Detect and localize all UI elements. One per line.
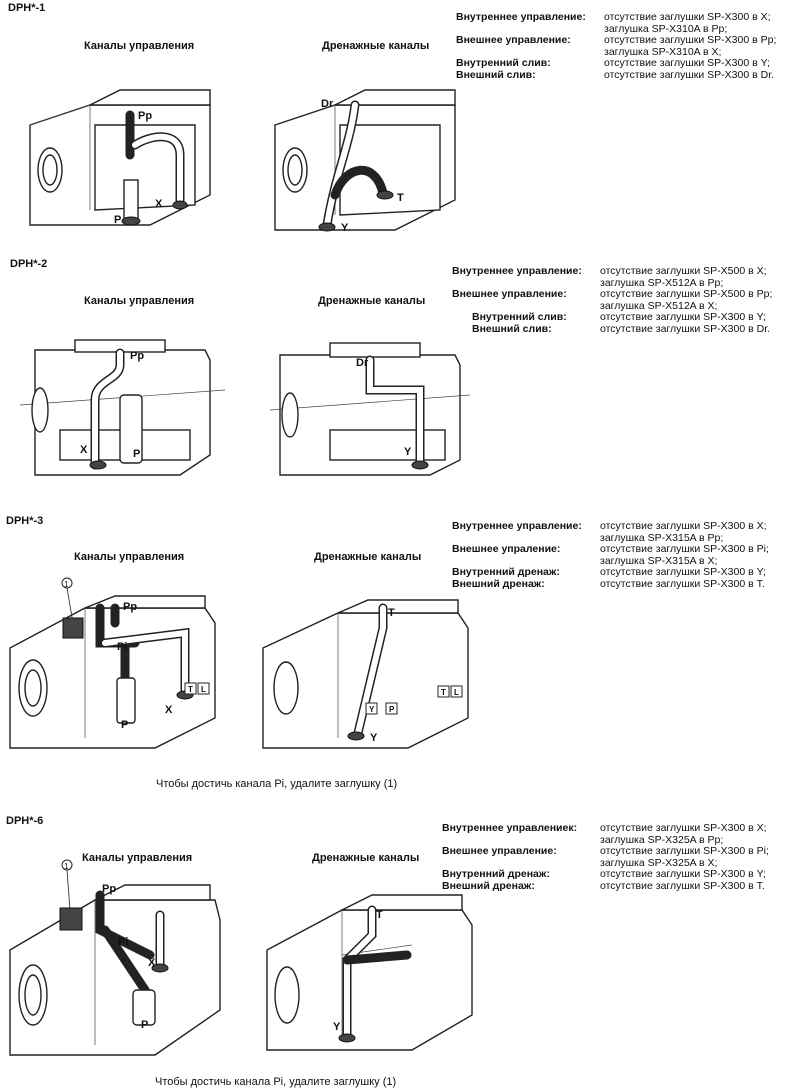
spec-key: Внутреннее управлениек: (442, 822, 578, 834)
spec-value: отсутствие заглушки SP-X500 в Pp; (600, 288, 773, 301)
port-label-pp: Pp (123, 601, 137, 613)
drain-channels-drawing: T Y P T L Y (262, 599, 469, 749)
drain-channels-title: Дренажные каналы (312, 852, 420, 864)
spec-value: заглушка SP-X310A в X; (604, 45, 722, 58)
spec-list: Внутреннее управлениек: отсутствие заглуш… (442, 822, 769, 893)
control-channels-title: Каналы управления (82, 852, 193, 864)
port-label-pp: Pp (102, 883, 116, 895)
port-label-t: T (388, 607, 395, 619)
port-label-l: L (201, 685, 206, 694)
spec-key: Внешний дренаж: (442, 879, 535, 892)
port-label-y: Y (404, 446, 412, 458)
caption: Чтобы достичь канала Pi, удалите заглушк… (156, 778, 398, 790)
spec-key: Внутреннее управление: (452, 265, 582, 277)
port-label-p: P (141, 1019, 148, 1031)
drain-channels-title: Дренажные каналы (322, 40, 430, 52)
port-label-p: P (389, 705, 395, 714)
port-label-t: T (188, 685, 193, 694)
spec-key: Внутреннее управление: (456, 11, 586, 23)
spec-value: отсутствие заглушки SP-X300 в X; (604, 11, 771, 23)
spec-key: Внутреннее управление: (452, 520, 582, 532)
spec-key: Внешний дренаж: (452, 577, 545, 590)
port-label-t: T (441, 688, 446, 697)
control-channels-drawing: Pp P X (29, 89, 211, 226)
spec-value: отсутствие заглушки SP-X300 в T. (600, 577, 765, 590)
port-label-l: L (454, 688, 459, 697)
spec-value: отсутствие заглушки SP-X300 в Pp; (604, 34, 777, 47)
section-code: DPH*-2 (10, 258, 48, 270)
port-label-t: T (397, 192, 404, 204)
plug-number-label: 1 (64, 862, 69, 871)
section-code: DPH*-3 (6, 515, 44, 527)
spec-key: Внешнее управление: (452, 288, 567, 301)
port-label-y: Y (370, 732, 378, 744)
spec-key: Внешнее управление: (456, 34, 571, 47)
port-label-dr: Dr (356, 357, 369, 369)
spec-key: Внутренний дренаж: (452, 566, 560, 579)
port-label-x: X (148, 957, 156, 969)
spec-value: отсутствие заглушки SP-X300 в Y; (604, 57, 770, 70)
port-label-x: X (165, 704, 173, 716)
port-label-p: P (114, 214, 121, 226)
spec-value: заглушка SP-X315A в X; (600, 554, 718, 567)
port-label-p: P (121, 719, 128, 731)
spec-list: Внутреннее управление: отсутствие заглушк… (452, 520, 769, 591)
spec-value: заглушка SP-X512A в X; (600, 299, 718, 312)
drain-channels-drawing: Dr Y (269, 342, 471, 476)
control-channels-drawing: 1 Pp Pi P X T L (9, 577, 216, 749)
port-label-y: Y (333, 1021, 341, 1033)
spec-value: отсутствие заглушки SP-X300 в Dr. (604, 68, 775, 81)
control-channels-drawing: Pp X P (19, 339, 226, 476)
drain-channels-drawing: Dr T Y (274, 89, 456, 234)
spec-key: Внешний слив: (472, 322, 552, 335)
spec-value: отсутствие заглушки SP-X300 в Y; (600, 311, 766, 324)
spec-value: отсутствие заглушки SP-X300 в Dr. (600, 322, 771, 335)
control-channels-drawing: 1 Pp Pi X P (9, 859, 221, 1056)
spec-key: Внутренний дренаж: (442, 868, 550, 881)
spec-key: Внешнее управление: (442, 845, 557, 858)
spec-value: отсутствие заглушки SP-X300 в T. (600, 879, 765, 892)
port-label-t: T (376, 909, 383, 921)
spec-key: Внешний слив: (456, 68, 536, 81)
drain-channels-drawing: T Y (266, 894, 473, 1051)
port-label-y: Y (341, 222, 349, 234)
spec-value: заглушка SP-X325A в X; (600, 856, 718, 869)
control-channels-title: Каналы управления (74, 551, 185, 563)
spec-value: заглушка SP-X512A в Pp; (600, 276, 724, 289)
port-label-x: X (80, 444, 88, 456)
spec-value: отсутствие заглушки SP-X300 в Pi; (600, 845, 769, 858)
spec-key: Внутренний слив: (472, 311, 567, 324)
port-label-p: P (133, 448, 140, 460)
spec-value: заглушка SP-X325A в Pp; (600, 833, 724, 846)
control-channels-title: Каналы управления (84, 295, 195, 307)
spec-value: отсутствие заглушки SP-X300 в X; (600, 822, 767, 834)
spec-value: отсутствие заглушки SP-X300 в Pi; (600, 543, 769, 556)
section-code: DPH*-6 (6, 815, 44, 827)
spec-value: отсутствие заглушки SP-X500 в X; (600, 265, 767, 277)
spec-key: Внутренний слив: (456, 57, 551, 70)
control-channels-title: Каналы управления (84, 40, 195, 52)
spec-value: отсутствие заглушки SP-X300 в Y; (600, 566, 766, 579)
port-label-dr: Dr (321, 98, 334, 110)
spec-value: отсутствие заглушки SP-X300 в Y; (600, 868, 766, 881)
section-code: DPH*-1 (8, 2, 46, 14)
port-label-pp: Pp (138, 110, 152, 122)
spec-key: Внешнее упраление: (452, 543, 561, 556)
drain-channels-title: Дренажные каналы (318, 295, 426, 307)
port-label-pi: Pi (118, 936, 128, 948)
caption: Чтобы достичь канала Pi, удалите заглушк… (155, 1076, 397, 1088)
spec-value: отсутствие заглушки SP-X300 в X; (600, 520, 767, 532)
port-label-pi: Pi (117, 641, 127, 653)
spec-list: Внутреннее управление: отсутствие заглушк… (452, 265, 773, 336)
drain-channels-title: Дренажные каналы (314, 551, 422, 563)
spec-value: заглушка SP-X315A в Pp; (600, 531, 724, 544)
spec-list: Внутреннее управление: отсутствие заглушк… (456, 11, 777, 82)
port-label-x: X (155, 198, 163, 210)
port-label-pp: Pp (130, 350, 144, 362)
plug-number-label: 1 (64, 580, 69, 589)
spec-value: заглушка SP-X310A в Pp; (604, 22, 728, 35)
port-label-y: Y (369, 705, 375, 714)
